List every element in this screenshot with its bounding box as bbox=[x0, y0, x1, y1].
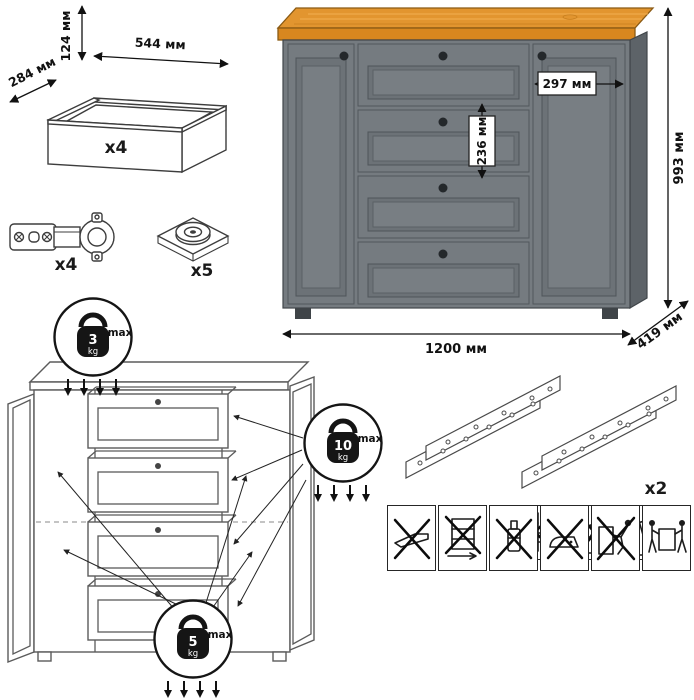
handling-row bbox=[387, 505, 691, 571]
load-unit: kg bbox=[88, 347, 98, 357]
dimension-drawer-height: 236 мм bbox=[468, 103, 496, 179]
width-label: 1200 мм bbox=[425, 342, 487, 357]
drawer-box-drawing: x4 bbox=[46, 97, 227, 174]
drawer-front-1 bbox=[357, 43, 530, 107]
product-render: 297 мм 236 мм 993 мм 1200 мм 419 мм bbox=[276, 7, 689, 357]
left-door bbox=[287, 43, 355, 305]
wireframe-drawer bbox=[87, 514, 237, 577]
load-limit-diagram bbox=[7, 361, 315, 664]
down-arrows bbox=[164, 681, 220, 698]
dimension-door-width: 297 мм bbox=[534, 71, 624, 96]
width-dim-line bbox=[93, 51, 229, 69]
drawer-knob bbox=[438, 117, 448, 127]
kettlebell-icon bbox=[78, 312, 108, 328]
door-width-label: 297 мм bbox=[543, 77, 592, 91]
care-icon-grid: 60-70% +10...+25°C bbox=[387, 505, 691, 697]
fitting-diagram: x5 bbox=[156, 217, 230, 280]
no-sharp-tools-icon bbox=[393, 518, 430, 560]
no-loaded-moving-cell bbox=[438, 505, 487, 571]
leg bbox=[295, 308, 311, 319]
load-limit-shelf-badge: 5 kg max bbox=[150, 596, 236, 700]
door-knob bbox=[339, 51, 349, 61]
drawer-knob bbox=[438, 183, 448, 193]
depth-label: 419 мм bbox=[634, 310, 686, 353]
leg bbox=[272, 651, 287, 662]
load-max-label: max bbox=[358, 433, 383, 445]
leg bbox=[602, 308, 618, 319]
slide-count: x2 bbox=[645, 479, 668, 499]
load-value: 3 bbox=[88, 333, 97, 348]
kettlebell-icon bbox=[178, 614, 208, 630]
carry-two-people-icon bbox=[647, 520, 687, 553]
drawer-front-3 bbox=[357, 175, 530, 239]
dimension-height: 993 мм bbox=[663, 7, 687, 309]
load-unit: kg bbox=[338, 453, 348, 463]
no-dragging-icon bbox=[596, 516, 635, 561]
no-dragging-cell bbox=[591, 505, 640, 571]
no-sharp-tools-cell bbox=[387, 505, 436, 571]
drawer-width-label: 544 мм bbox=[134, 35, 186, 53]
drawer-knob bbox=[438, 249, 448, 259]
no-loaded-moving-icon bbox=[444, 515, 481, 560]
load-value: 10 bbox=[334, 439, 352, 454]
depth-dim-line bbox=[9, 79, 57, 103]
hinge-icon bbox=[9, 212, 115, 262]
drawer-depth-label: 284 мм bbox=[6, 54, 58, 90]
down-arrows bbox=[64, 379, 120, 396]
drawer-front-4 bbox=[357, 241, 530, 305]
drawer-slides-diagram: x2 bbox=[405, 375, 677, 499]
load-value: 5 bbox=[188, 635, 197, 650]
load-unit: kg bbox=[188, 649, 198, 659]
height-label: 993 мм bbox=[672, 132, 687, 185]
no-solvents-icon bbox=[495, 518, 532, 560]
dimension-width: 1200 мм bbox=[282, 329, 631, 357]
dimension-depth: 419 мм bbox=[627, 300, 689, 353]
no-hot-objects-cell bbox=[540, 505, 589, 571]
load-max-label: max bbox=[108, 327, 133, 339]
kettlebell-icon bbox=[328, 418, 358, 434]
drawer-slide bbox=[521, 385, 677, 489]
door-knob bbox=[537, 51, 547, 61]
hinge-count: x4 bbox=[55, 255, 78, 274]
load-leader-lines bbox=[57, 414, 307, 611]
down-arrows bbox=[314, 485, 370, 502]
drawer-box-count: x4 bbox=[105, 138, 128, 158]
drawer-knob bbox=[438, 51, 448, 61]
load-limit-top-badge: 3 kg max bbox=[50, 294, 136, 398]
fitting-count: x5 bbox=[191, 261, 214, 280]
drawer-front-2 bbox=[357, 109, 530, 173]
drawer-box-diagram: 124 мм 544 мм 284 мм x4 bbox=[6, 5, 229, 174]
wireframe-cabinet bbox=[7, 361, 315, 664]
cabinet-body bbox=[282, 31, 648, 319]
drawer-height-label: 124 мм bbox=[58, 11, 73, 62]
wooden-top bbox=[276, 7, 655, 41]
fitting-icon bbox=[156, 217, 230, 262]
no-solvents-cell bbox=[489, 505, 538, 571]
wireframe-drawer bbox=[87, 386, 237, 449]
wireframe-drawer bbox=[87, 450, 237, 513]
load-limit-drawer-badge: 10 kg max bbox=[300, 400, 386, 504]
drawer-slide bbox=[405, 375, 561, 479]
no-iron-icon bbox=[546, 518, 583, 560]
drawer-height-label: 236 мм bbox=[475, 117, 489, 166]
leg bbox=[37, 651, 52, 662]
load-max-label: max bbox=[208, 629, 233, 641]
hinge-diagram: x4 bbox=[9, 212, 115, 274]
carry-with-two-cell bbox=[642, 505, 691, 571]
